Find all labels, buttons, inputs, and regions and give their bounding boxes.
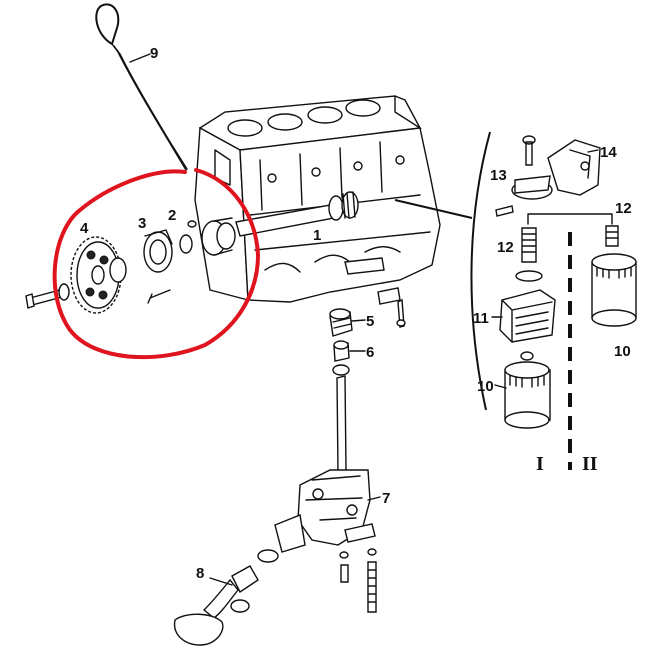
engine-block: [194, 95, 441, 303]
callout-1: 1: [313, 227, 321, 244]
sprocket-bolt: [25, 283, 70, 309]
callout-3: 3: [138, 215, 146, 232]
oil-filter-ii: [591, 253, 637, 327]
filter-flange: [511, 135, 553, 200]
callout-2: 2: [168, 207, 176, 224]
filter-bracket: [547, 139, 601, 196]
highlight-circle: [52, 168, 261, 360]
drive-gear: [329, 308, 353, 337]
callout-5: 5: [366, 313, 374, 330]
connector-line: [394, 199, 473, 219]
bushing: [333, 340, 350, 362]
intermediate-shaft: [235, 191, 359, 237]
callout-7: 7: [382, 490, 390, 507]
callout-4: 4: [80, 220, 89, 237]
flange-bolt: [495, 205, 514, 217]
dipstick-part: [95, 3, 188, 171]
callout-14: 14: [600, 144, 617, 161]
callout-12b: 12: [615, 200, 632, 217]
callout-11: 11: [473, 310, 489, 327]
callout-10a: 10: [477, 378, 494, 395]
callout-13: 13: [490, 167, 507, 184]
callout-8: 8: [196, 565, 204, 582]
oil-filter-i: [504, 351, 551, 429]
bracket-12: [527, 213, 613, 225]
pump-bolts: [339, 548, 377, 613]
pickup-pipe: [173, 549, 279, 646]
leader-7: [367, 496, 381, 501]
leader-9: [129, 53, 151, 63]
leader-5: [351, 319, 366, 322]
threaded-stud-i: [515, 227, 543, 282]
callout-12a: 12: [497, 239, 514, 256]
threaded-stud-ii: [605, 225, 619, 247]
callout-6: 6: [366, 344, 374, 361]
variant-label-i: I: [536, 453, 544, 475]
sprocket: [70, 236, 127, 314]
section-divider-arc: [470, 131, 491, 411]
variant-label-ii: II: [582, 453, 598, 475]
flange-seal: [179, 217, 236, 256]
callout-9: 9: [150, 45, 158, 62]
oil-cooler: [499, 289, 556, 343]
leader-10a: [494, 384, 507, 389]
seal-ring: [143, 229, 173, 304]
bracket-parts: [344, 257, 406, 328]
leader-8: [209, 577, 233, 586]
leader-14: [587, 149, 599, 153]
oil-pump: [274, 364, 376, 553]
callout-10b: 10: [614, 343, 631, 360]
